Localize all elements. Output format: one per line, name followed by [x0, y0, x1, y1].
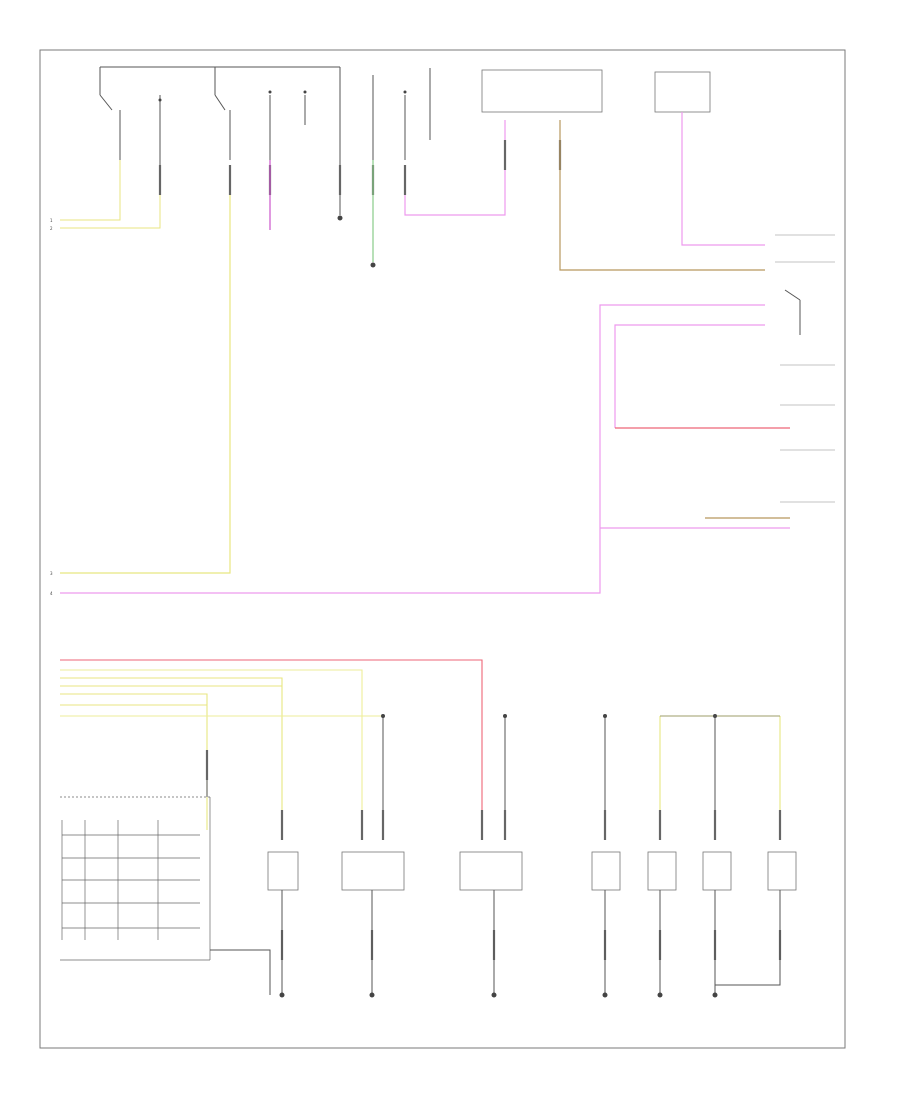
lower-ground-drops	[281, 890, 781, 995]
diagram-frame	[39, 49, 846, 1049]
pin-label-4: 4	[50, 591, 53, 596]
terminal-dots-top	[158, 90, 407, 268]
switch-right	[784, 289, 801, 335]
pin-label-1: 1	[50, 218, 53, 223]
lower-dots	[381, 714, 717, 718]
wire-tan	[559, 120, 765, 271]
module-box-top-right	[654, 71, 711, 113]
switch-matrix	[60, 796, 211, 961]
wires-top-left	[60, 160, 161, 229]
component-boxes	[267, 851, 797, 891]
connector-stubs-top	[158, 140, 562, 195]
matrix-out-wire	[210, 949, 271, 995]
lower-bus-wires	[60, 659, 781, 830]
wire-pink-long	[60, 304, 765, 594]
pin-label-2: 2	[50, 226, 53, 231]
pin-label-3: 3	[50, 571, 53, 576]
wire-pink-right-mid	[614, 324, 765, 428]
module-box-top-center	[481, 69, 603, 113]
wire-pink-right-top	[681, 112, 765, 246]
ground-dots	[279, 992, 718, 998]
lower-drops	[382, 716, 716, 830]
wire-pink-405-505	[404, 170, 506, 216]
top-switch-bus	[99, 66, 431, 220]
wire-yellow-long	[60, 195, 231, 574]
